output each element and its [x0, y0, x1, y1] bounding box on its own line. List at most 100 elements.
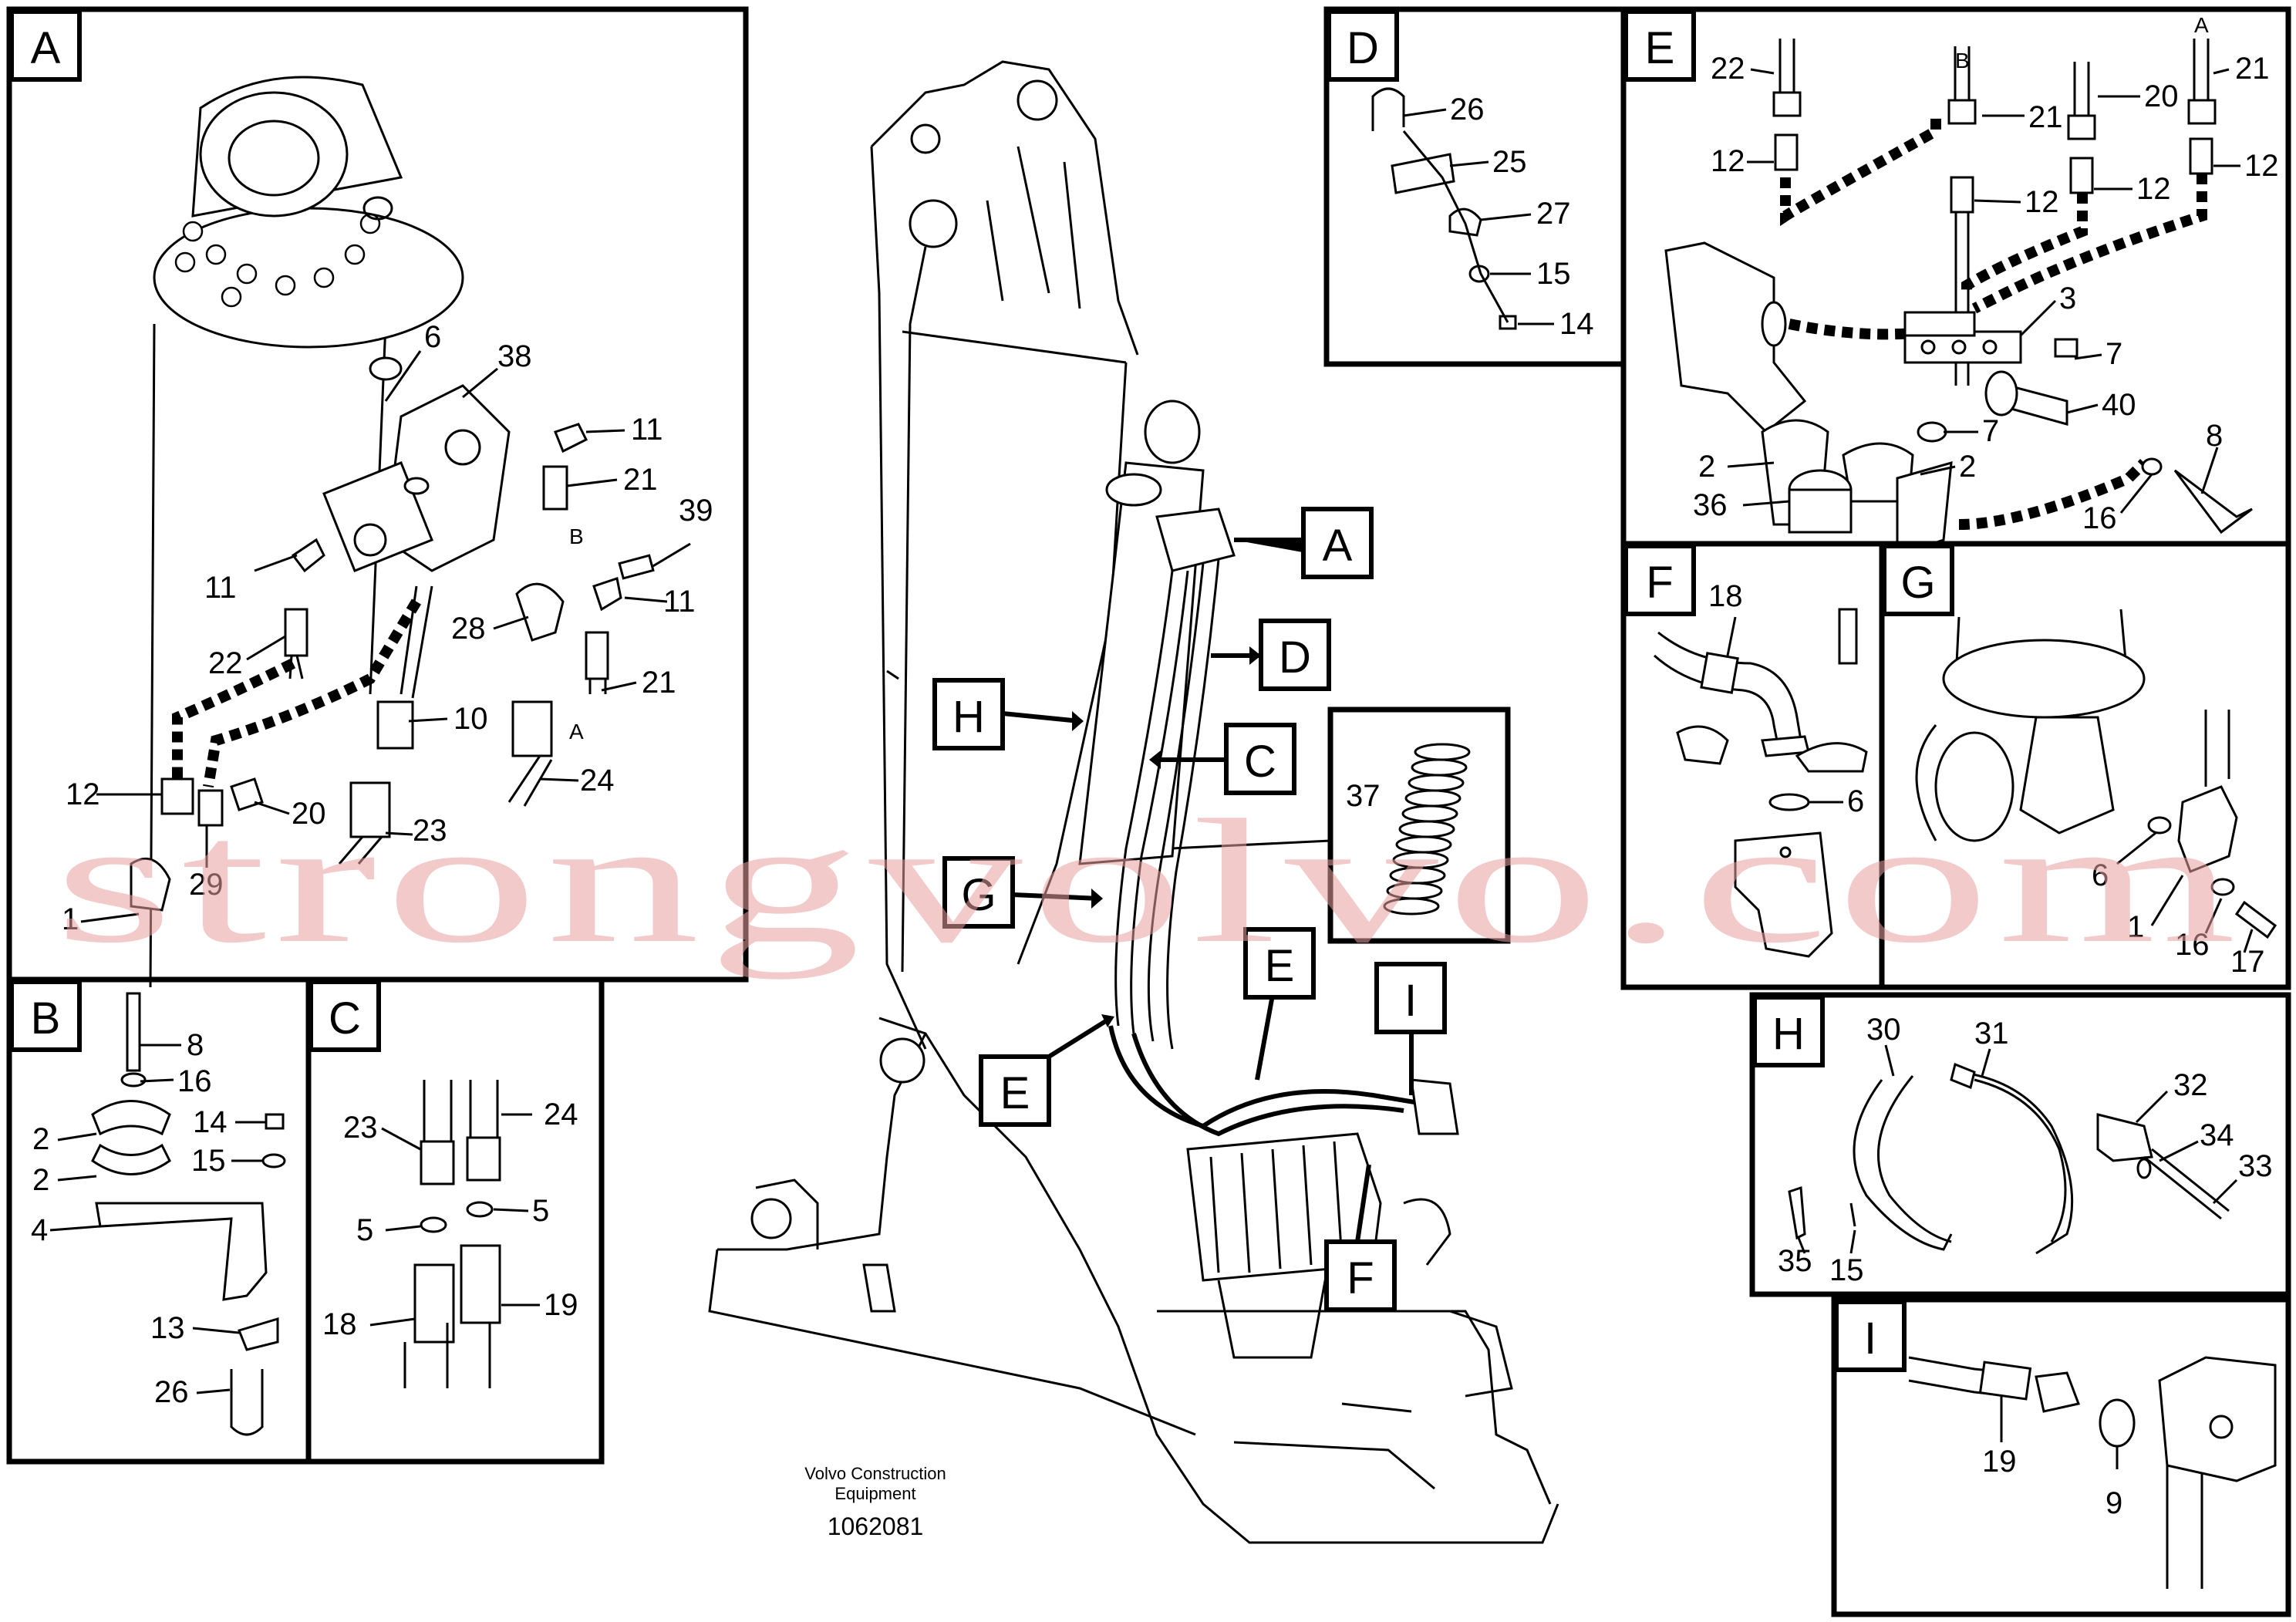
panel-g: G 6 1 16 17 — [1879, 541, 2291, 990]
label-e-12b: 12 — [2025, 185, 2059, 219]
callout-a-box — [1301, 507, 1374, 579]
label-f-6: 6 — [1847, 784, 1864, 818]
panel-c-letter: C — [329, 993, 361, 1044]
caption: Volvo Construction Equipment 1062081 — [804, 1464, 946, 1540]
label-11b: 11 — [204, 571, 237, 605]
label-23: 23 — [413, 814, 447, 848]
label-b-26: 26 — [154, 1375, 189, 1409]
label-h-34: 34 — [2200, 1118, 2234, 1152]
label-29: 29 — [189, 868, 224, 902]
detail-37: 37 — [1172, 706, 1511, 944]
panel-a: A — [6, 6, 749, 988]
label-g-6: 6 — [2092, 858, 2109, 892]
callout-h: H — [952, 692, 985, 742]
label-d-15: 15 — [1536, 257, 1571, 291]
label-e-21b: 21 — [2235, 52, 2270, 86]
label-h-30: 30 — [1866, 1013, 1901, 1047]
label-c-19: 19 — [544, 1288, 578, 1322]
panel-i-frame — [1831, 1297, 2291, 1617]
label-e-3: 3 — [2059, 282, 2076, 315]
panel-e-letter: E — [1645, 23, 1675, 73]
callout-e-box — [979, 1054, 1051, 1127]
panel-b-letter-box — [9, 980, 82, 1052]
label-37: 37 — [1346, 779, 1381, 813]
drawing-number: 1062081 — [828, 1512, 924, 1540]
label-12: 12 — [66, 777, 100, 811]
label-e-b: B — [1955, 49, 1970, 73]
callout-c: C — [1244, 737, 1276, 787]
label-e-2: 2 — [1698, 450, 1715, 484]
label-d-26: 26 — [1450, 93, 1485, 126]
panel-i-letter: I — [1864, 1313, 1876, 1364]
label-22: 22 — [208, 646, 243, 680]
callout-d-box — [1259, 619, 1331, 691]
callout-g-box — [942, 856, 1015, 929]
label-g-1: 1 — [2127, 910, 2144, 944]
callout-e2-box — [1243, 927, 1316, 1000]
label-e-36: 36 — [1693, 488, 1728, 522]
label-c-23: 23 — [343, 1111, 378, 1145]
caption-company: Volvo Construction — [804, 1464, 946, 1483]
panel-c-letter-box — [308, 980, 381, 1052]
panel-a-letter-box — [9, 9, 82, 82]
label-d-25: 25 — [1492, 145, 1527, 179]
panel-h-letter: H — [1772, 1009, 1805, 1059]
panel-h: H 30 31 32 34 33 35 15 — [1749, 992, 2291, 1297]
caption-company-2: Equipment — [834, 1484, 915, 1503]
label-h-15: 15 — [1829, 1253, 1864, 1287]
panel-d: D 26 25 27 15 14 — [1323, 6, 1627, 367]
label-e-a: A — [2194, 13, 2209, 37]
detail-37-frame — [1327, 706, 1511, 944]
label-21: 21 — [623, 463, 658, 497]
label-h-31: 31 — [1974, 1017, 2009, 1050]
panel-h-letter-box — [1752, 995, 1825, 1067]
panel-d-letter-box — [1327, 9, 1399, 82]
label-e-16: 16 — [2082, 501, 2117, 535]
label-h-35: 35 — [1778, 1244, 1812, 1278]
panel-f-letter-box — [1623, 544, 1696, 616]
label-f-18: 18 — [1708, 579, 1743, 613]
panel-f: F 18 6 — [1620, 541, 1885, 990]
callout-g: G — [961, 870, 996, 920]
label-c-18: 18 — [322, 1307, 357, 1341]
watermark-text: strongvolvo.com — [54, 783, 2244, 980]
label-b-16: 16 — [177, 1064, 212, 1098]
callout-c-box — [1224, 723, 1296, 795]
panel-i-letter-box — [1834, 1300, 1907, 1372]
callout-f: F — [1347, 1253, 1374, 1303]
label-24: 24 — [580, 764, 615, 798]
label-d-27: 27 — [1536, 197, 1571, 231]
label-h-32: 32 — [2173, 1068, 2208, 1102]
label-28: 28 — [451, 612, 486, 646]
callout-i-box — [1374, 962, 1447, 1034]
panel-i: I 19 9 — [1831, 1297, 2291, 1617]
label-39: 39 — [679, 494, 713, 528]
label-c-5: 5 — [356, 1213, 373, 1247]
label-e-7: 7 — [2106, 337, 2122, 371]
label-b-8: 8 — [187, 1028, 204, 1062]
panel-b: B 8 16 2 14 2 15 4 13 26 — [6, 976, 312, 1465]
label-b: B — [569, 524, 584, 548]
label-21b: 21 — [642, 666, 676, 700]
callout-h-box — [932, 678, 1005, 750]
label-e-12c: 12 — [2136, 172, 2171, 206]
label-b-4: 4 — [31, 1213, 48, 1247]
panel-g-frame — [1879, 541, 2291, 990]
panel-e-letter-box — [1623, 9, 1696, 82]
label-e-12d: 12 — [2244, 149, 2279, 183]
label-c-5b: 5 — [532, 1194, 549, 1228]
label-e-22: 22 — [1711, 52, 1745, 86]
panel-b-letter: B — [31, 993, 61, 1044]
panel-e: E — [1620, 6, 2291, 558]
panel-g-letter-box — [1882, 544, 1954, 616]
label-e-12: 12 — [1711, 144, 1745, 178]
label-e-2b: 2 — [1959, 450, 1976, 484]
label-i-19: 19 — [1982, 1445, 2017, 1479]
label-b-14: 14 — [193, 1105, 228, 1139]
label-20: 20 — [292, 797, 326, 831]
label-11: 11 — [631, 413, 663, 447]
callout-d: D — [1279, 632, 1311, 683]
callout-i: I — [1404, 976, 1417, 1026]
label-e-7b: 7 — [1982, 414, 1999, 448]
